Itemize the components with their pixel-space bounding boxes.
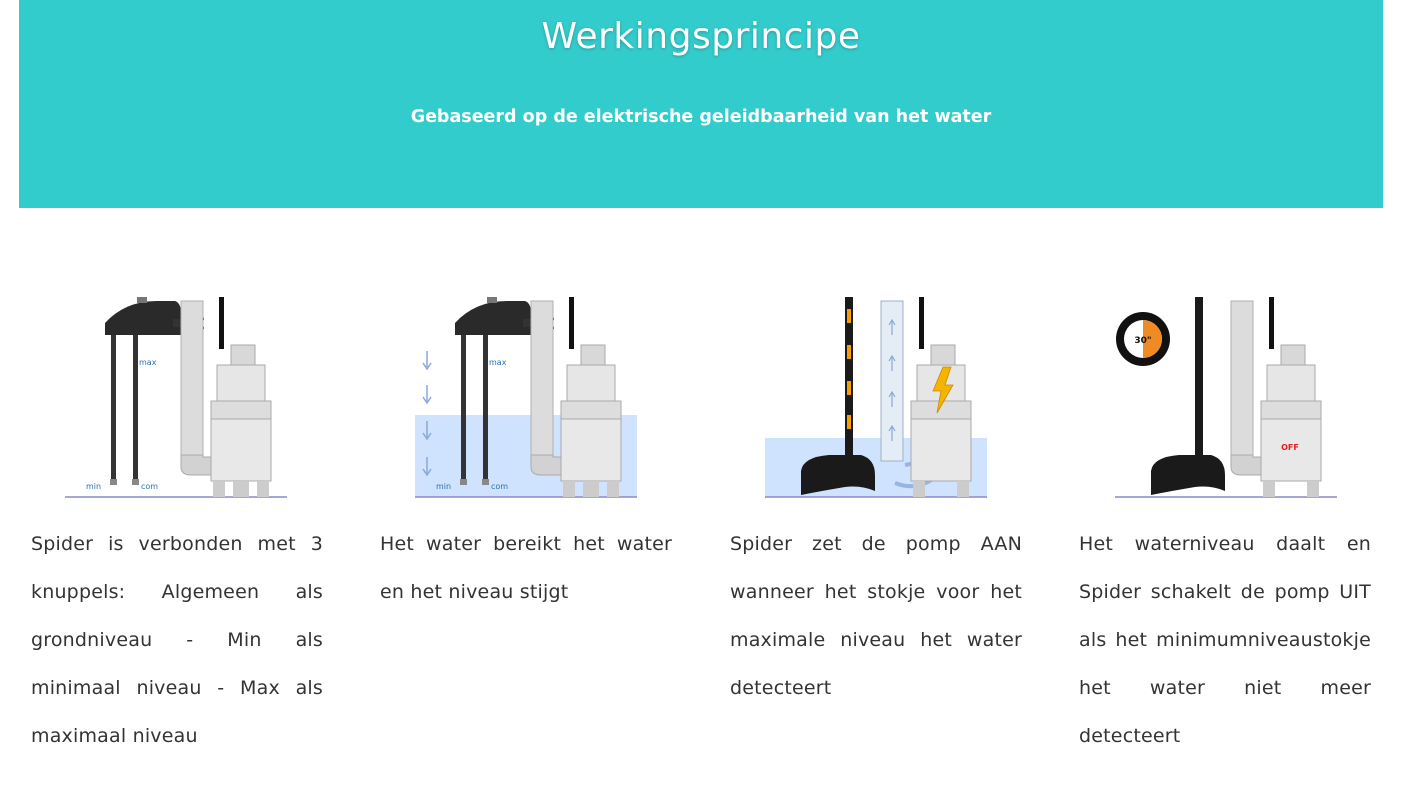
page-subtitle: Gebaseerd op de elektrische geleidbaarhe… xyxy=(410,107,992,127)
svg-text:max: max xyxy=(489,358,507,367)
step-4-illustration: 30" OFF xyxy=(1115,297,1337,498)
spider-unit xyxy=(801,455,875,495)
svg-text:com: com xyxy=(491,482,508,491)
step-2-caption: Het water bereikt het water en het nivea… xyxy=(380,533,672,603)
electrode-min xyxy=(111,335,116,483)
step-3-illustration xyxy=(765,297,987,498)
page-title: Werkingsprincipe xyxy=(541,16,861,57)
step-1-illustration: max min com xyxy=(65,297,287,498)
svg-text:30": 30" xyxy=(1134,336,1151,346)
spider-knob xyxy=(137,297,147,303)
svg-text:min: min xyxy=(436,482,451,491)
electrode-max xyxy=(133,335,138,483)
step-4-caption: Het waterniveau daalt en Spider schakelt… xyxy=(1079,533,1371,747)
timer-icon: 30" xyxy=(1116,312,1170,366)
pump-off-label: OFF xyxy=(1281,443,1299,452)
svg-text:com: com xyxy=(141,482,158,491)
down-arrows-icon xyxy=(422,351,432,477)
step-3-caption: Spider zet de pomp AAN wanneer het stokj… xyxy=(730,533,1022,699)
spider-head xyxy=(105,301,181,335)
step-2-illustration: max min com xyxy=(415,297,637,498)
pump-body xyxy=(210,418,272,482)
up-arrows-icon xyxy=(847,309,851,429)
lightning-icon xyxy=(932,366,954,414)
svg-text:max: max xyxy=(139,358,157,367)
svg-text:min: min xyxy=(86,482,101,491)
header-banner: Werkingsprincipe Gebaseerd op de elektri… xyxy=(19,0,1383,208)
step-1-caption: Spider is verbonden met 3 knuppels: Alge… xyxy=(31,533,323,747)
